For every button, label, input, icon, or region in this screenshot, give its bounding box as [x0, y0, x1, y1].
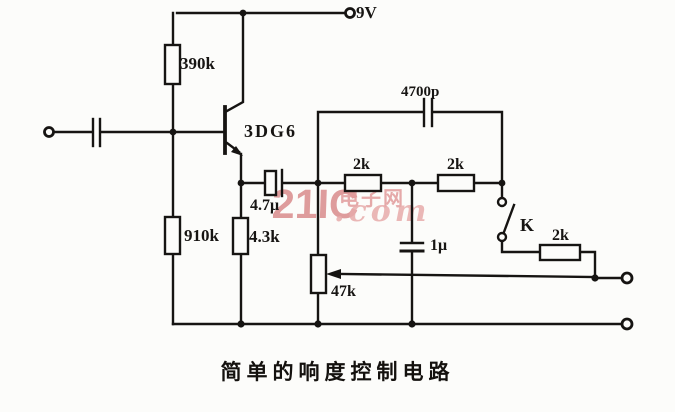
- label-resistor-4k3: 4.3k: [249, 227, 280, 246]
- wire-bypass-left: [316, 110, 425, 185]
- potentiometer-47k: [309, 253, 328, 295]
- resistor-2k-c: [538, 243, 582, 262]
- terminal-output-top: [620, 271, 634, 285]
- switch-k: [496, 196, 516, 243]
- label-resistor-2k-c: 2k: [552, 227, 569, 244]
- resistor-2k-a: [343, 173, 383, 193]
- terminal-input: [43, 126, 55, 138]
- terminal-9v: [344, 7, 356, 19]
- wire-bypass-right: [431, 110, 504, 200]
- label-capacitor-4700p: 4700p: [401, 84, 440, 100]
- label-resistor-2k-b: 2k: [447, 156, 464, 173]
- label-resistor-390k: 390k: [180, 54, 215, 73]
- watermark-site-name: 电子网: [339, 188, 405, 210]
- wire-switch-out: [500, 240, 542, 254]
- junction-dots: [169, 9, 599, 328]
- terminal-output-bottom: [620, 317, 634, 331]
- label-resistor-910k: 910k: [184, 226, 219, 245]
- label-pot-47k: 47k: [331, 283, 356, 300]
- label-capacitor-4u7: 4.7μ: [250, 197, 280, 214]
- resistors: [163, 43, 582, 295]
- terminals: [43, 7, 634, 331]
- resistor-2k-b: [436, 173, 476, 193]
- transistor-emitter-arrow: [231, 146, 243, 156]
- capacitors: [91, 97, 434, 253]
- pot-wiper-arrow: [326, 269, 341, 279]
- wire-r6-out: [578, 250, 597, 280]
- label-supply-9v: 9V: [356, 3, 377, 22]
- capacitor-1u: [399, 241, 425, 253]
- capacitor-4700p: [422, 97, 434, 128]
- label-capacitor-1u: 1μ: [430, 237, 448, 254]
- resistor-910k: [163, 215, 182, 256]
- wire-wiper-output: [338, 272, 597, 279]
- capacitor-input-coupling: [91, 117, 102, 148]
- label-resistor-2k-a: 2k: [353, 156, 370, 173]
- label-transistor-3dg6: 3DG6: [244, 121, 297, 141]
- capacitor-4u7: [263, 168, 284, 198]
- resistor-390k: [163, 43, 182, 86]
- figure-caption: 简单的响度控制电路: [220, 360, 455, 384]
- resistor-4k3: [231, 216, 250, 256]
- wire-collector: [225, 11, 245, 113]
- label-switch-k: K: [520, 215, 535, 235]
